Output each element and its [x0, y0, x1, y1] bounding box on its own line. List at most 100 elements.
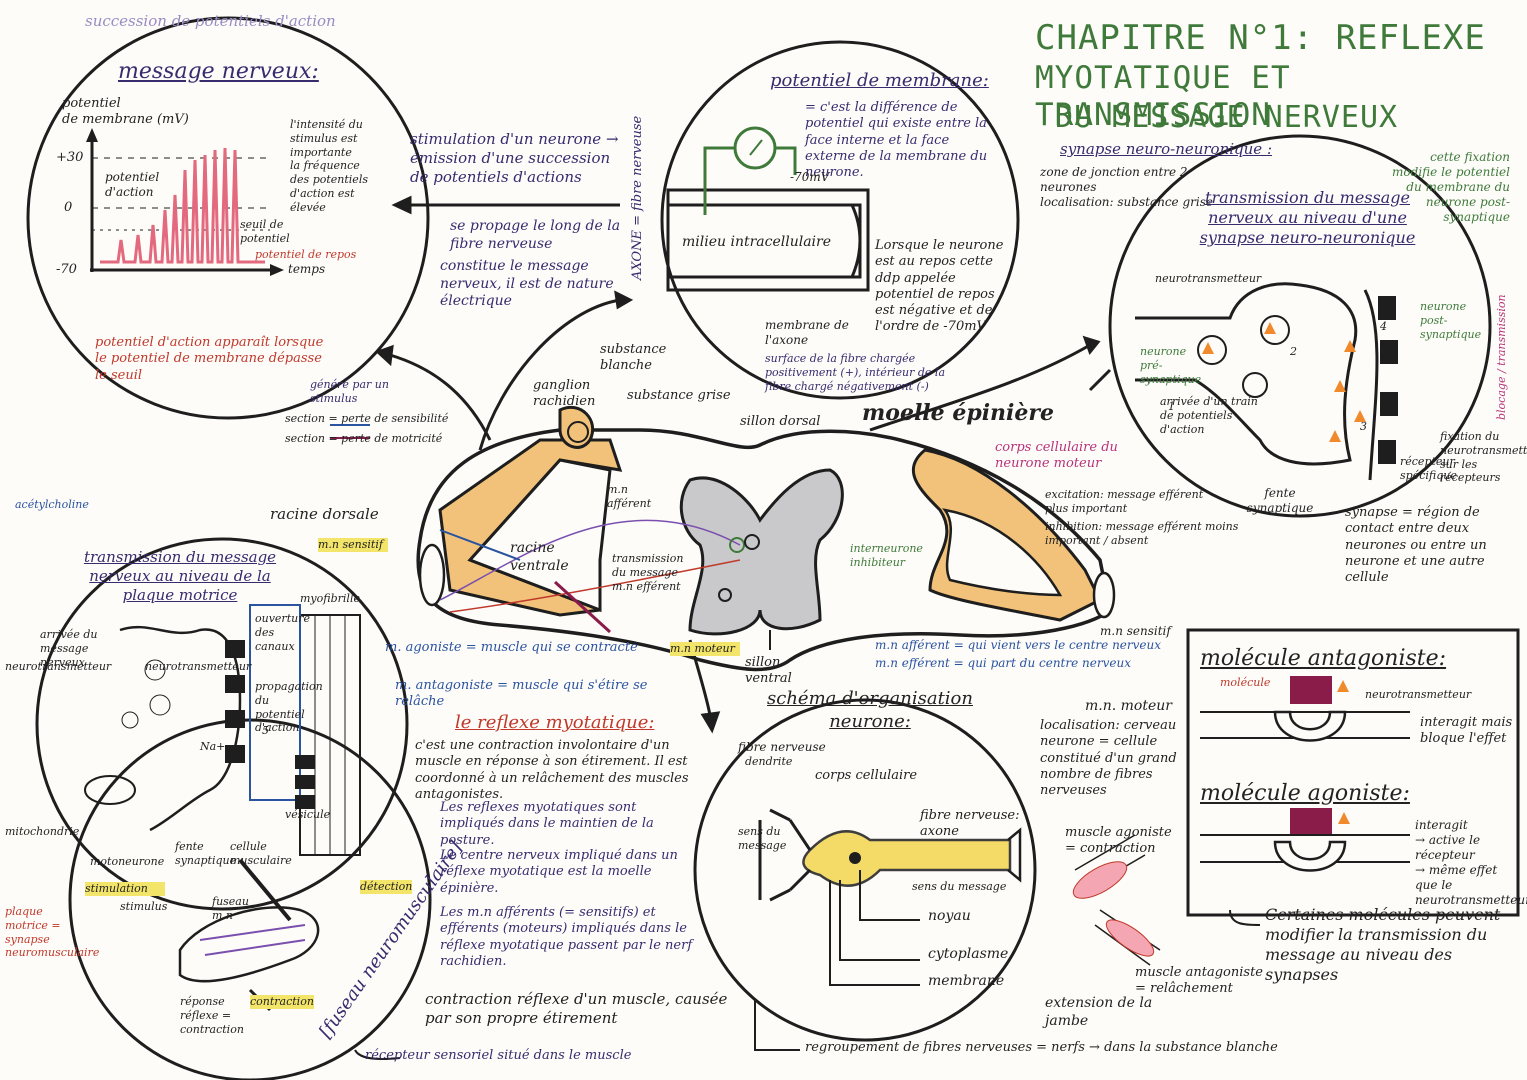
afferent-def: m.n afférent = qui vient vers le centre …	[875, 638, 1162, 652]
mn-sensitif-label: m.n sensitif	[1100, 624, 1171, 638]
moelle-title: moelle épinière	[862, 400, 1054, 426]
synapse-def-text: zone de jonction entre 2 neurones locali…	[1040, 165, 1213, 209]
muscle-sketch	[1072, 834, 1161, 966]
fuseau-name: fuseau m.n	[212, 895, 249, 922]
circle-potentiel-membrane	[660, 40, 1020, 400]
marker-1: 1	[1168, 400, 1175, 413]
left-neuro: neurotransmetteur	[5, 660, 112, 673]
excitation-text: excitation: message efférent plus import…	[1045, 488, 1204, 515]
neurone-schema-heading: schéma d'organisation neurone:	[767, 688, 973, 732]
tick-minus70: -70	[56, 262, 77, 277]
reflexe-p1: c'est une contraction involontaire d'un …	[415, 738, 689, 802]
graph-x-axis-label: temps	[288, 262, 326, 276]
arrivee-label: arrivée d'un train de potentiels d'actio…	[1160, 395, 1258, 436]
action-potential-graph	[86, 128, 284, 276]
agoniste-note: interagit → active le récepteur → même e…	[1415, 818, 1527, 907]
reflexe-contraction: contraction réflexe d'un muscle, causée …	[425, 990, 728, 1027]
succession-label: succession de potentiels d'action	[85, 12, 336, 30]
fuseau-drawing	[178, 858, 320, 1012]
genere-label: généré par un stimulus	[310, 378, 389, 405]
arrivee-message-label: arrivée du message nerveux	[40, 628, 98, 669]
spinal-cord	[416, 405, 1116, 672]
sillon-dorsal-label: sillon dorsal	[740, 414, 821, 429]
reflexe-p2: Les reflexes myotatiques sont impliqués …	[440, 800, 654, 848]
page-title-line2: MYOTATIQUE ET TRANSMISSION	[1035, 60, 1291, 134]
membrane-axone-label: membrane de l'axone	[765, 318, 849, 347]
plaque-neurotransmetteur: neurotransmetteur	[145, 660, 252, 673]
corps-cellulaire-label: corps cellulaire du neurone moteur	[995, 440, 1118, 472]
page-title: CHAPITRE N°1: REFLEXE	[1035, 18, 1486, 58]
corps-label: corps cellulaire	[815, 768, 918, 783]
repos-text: Lorsque le neurone est au repos cette dd…	[875, 238, 1004, 335]
membrane-label: membrane	[928, 973, 1005, 989]
inhibition-text: inhibition: message efférent moins impor…	[1045, 520, 1239, 547]
sillon-ventral-label: sillon ventral	[745, 655, 792, 687]
neurotransmitter-label: neurotransmetteur	[1155, 272, 1262, 285]
transmission-moelle-label: transmission du message m.n efférent	[612, 552, 684, 593]
constitue-text: constitue le message nerveux, il est de …	[440, 258, 614, 309]
marker-3: 3	[1360, 420, 1367, 433]
antagoniste-heading: molécule antagoniste:	[1200, 646, 1447, 671]
plaque-fente-label: fente synaptique	[175, 840, 237, 867]
agoniste-right: muscle agoniste = contraction	[1065, 825, 1172, 857]
recepteur-label: récepteur spécifique	[1400, 455, 1457, 482]
marker-4: 4	[1380, 320, 1387, 333]
cellule-musculaire-label: cellule musculaire	[230, 840, 292, 867]
ganglion-label: ganglion rachidien	[533, 378, 596, 410]
molecule-label: molécule	[1220, 676, 1271, 689]
fixation-note: cette fixation modifie le potentiel du m…	[1392, 150, 1510, 224]
sens-message-label-2: sens du message	[912, 880, 1007, 893]
propagation-text: se propage le long de la fibre nerveuse	[450, 218, 621, 252]
certaines-molecules: Certaines molécules peuvent modifier la …	[1265, 905, 1501, 984]
propagation-pa-label: propagation du potentiel d'action	[255, 680, 323, 735]
tick-plus30: +30	[56, 150, 84, 165]
sens-message-label: sens du message	[738, 825, 787, 852]
recepteur-sensoriel: récepteur sensoriel situé dans le muscle	[365, 1048, 632, 1063]
mn-afferent-label: m.n afférent	[607, 483, 652, 510]
antagoniste-right: muscle antagoniste = relâchement	[1135, 965, 1264, 997]
substance-grise-label: substance grise	[627, 388, 731, 403]
motoneurone-label: motoneurone	[90, 855, 165, 868]
plaque-drawing	[84, 604, 361, 856]
circle-message-nerveux	[26, 16, 430, 420]
fibre-axone-label: fibre nerveuse: axone	[920, 808, 1020, 840]
dendrite-label: dendrite	[745, 755, 793, 768]
fuseau-stimulation: stimulation	[85, 882, 165, 896]
reflexe-p3: Le centre nerveux impliqué dans un réfle…	[440, 848, 678, 896]
fente-label: fente synaptique	[1246, 486, 1314, 515]
myofibrille-label: myofibrille	[300, 592, 360, 605]
synapse-drawing	[1135, 282, 1398, 481]
circle-neurone-schema	[693, 698, 1037, 1042]
marker-2: 2	[1290, 345, 1297, 358]
milieu-label: milieu intracellulaire	[682, 234, 831, 250]
antagoniste-note: interagit mais bloque l'effet	[1420, 715, 1513, 747]
reflexe-heading: le reflexe myotatique:	[455, 712, 655, 733]
fuseau-stimulus: stimulus	[120, 900, 168, 913]
sommatif-label: m.n sensitif	[318, 538, 388, 552]
membrane-definition: = c'est la différence de potentiel qui e…	[805, 100, 988, 180]
voltmeter-readout: -70mV	[790, 170, 830, 184]
plaque-heading: transmission du message nerveux au nivea…	[83, 548, 277, 604]
section-motricite: section = perte de motricité	[285, 432, 443, 445]
left-mito: mitochondrie	[5, 825, 80, 838]
mn-moteur-label: m.n moteur	[670, 642, 740, 656]
membrane-heading: potentiel de membrane:	[770, 70, 989, 91]
pre-synaptic-label: neurone pré-synaptique	[1140, 345, 1202, 386]
regroupement-text: regroupement de fibres nerveuses = nerfs…	[805, 1040, 1278, 1055]
fuseau-reponse: réponse réflexe = contraction	[180, 995, 244, 1036]
left-plaque-motrice: plaque motrice = synapse neuromusculaire	[5, 905, 100, 960]
substance-blanche-label: substance blanche	[600, 342, 667, 374]
antagoniste-def: m. antagoniste = muscle qui s'étire se r…	[395, 678, 648, 710]
circle-plaque-motrice	[35, 537, 409, 911]
racine-ventrale-label: racine ventrale	[510, 540, 569, 574]
racine-dorsale-label: racine dorsale	[270, 505, 379, 523]
neurone-drawing	[758, 808, 1022, 986]
circle-synapse	[1108, 134, 1492, 518]
fuseau-contraction: contraction	[250, 995, 314, 1009]
tick-0: 0	[64, 200, 73, 215]
agoniste-heading: molécule agoniste:	[1200, 781, 1410, 806]
connector-arrows	[330, 195, 1112, 1060]
post-synaptic-label: neurone post-synaptique	[1420, 300, 1482, 341]
neurotransmetteur-mol-label: neurotransmetteur	[1365, 688, 1472, 701]
stimulation-text: stimulation d'un neurone → émission d'un…	[410, 130, 619, 186]
